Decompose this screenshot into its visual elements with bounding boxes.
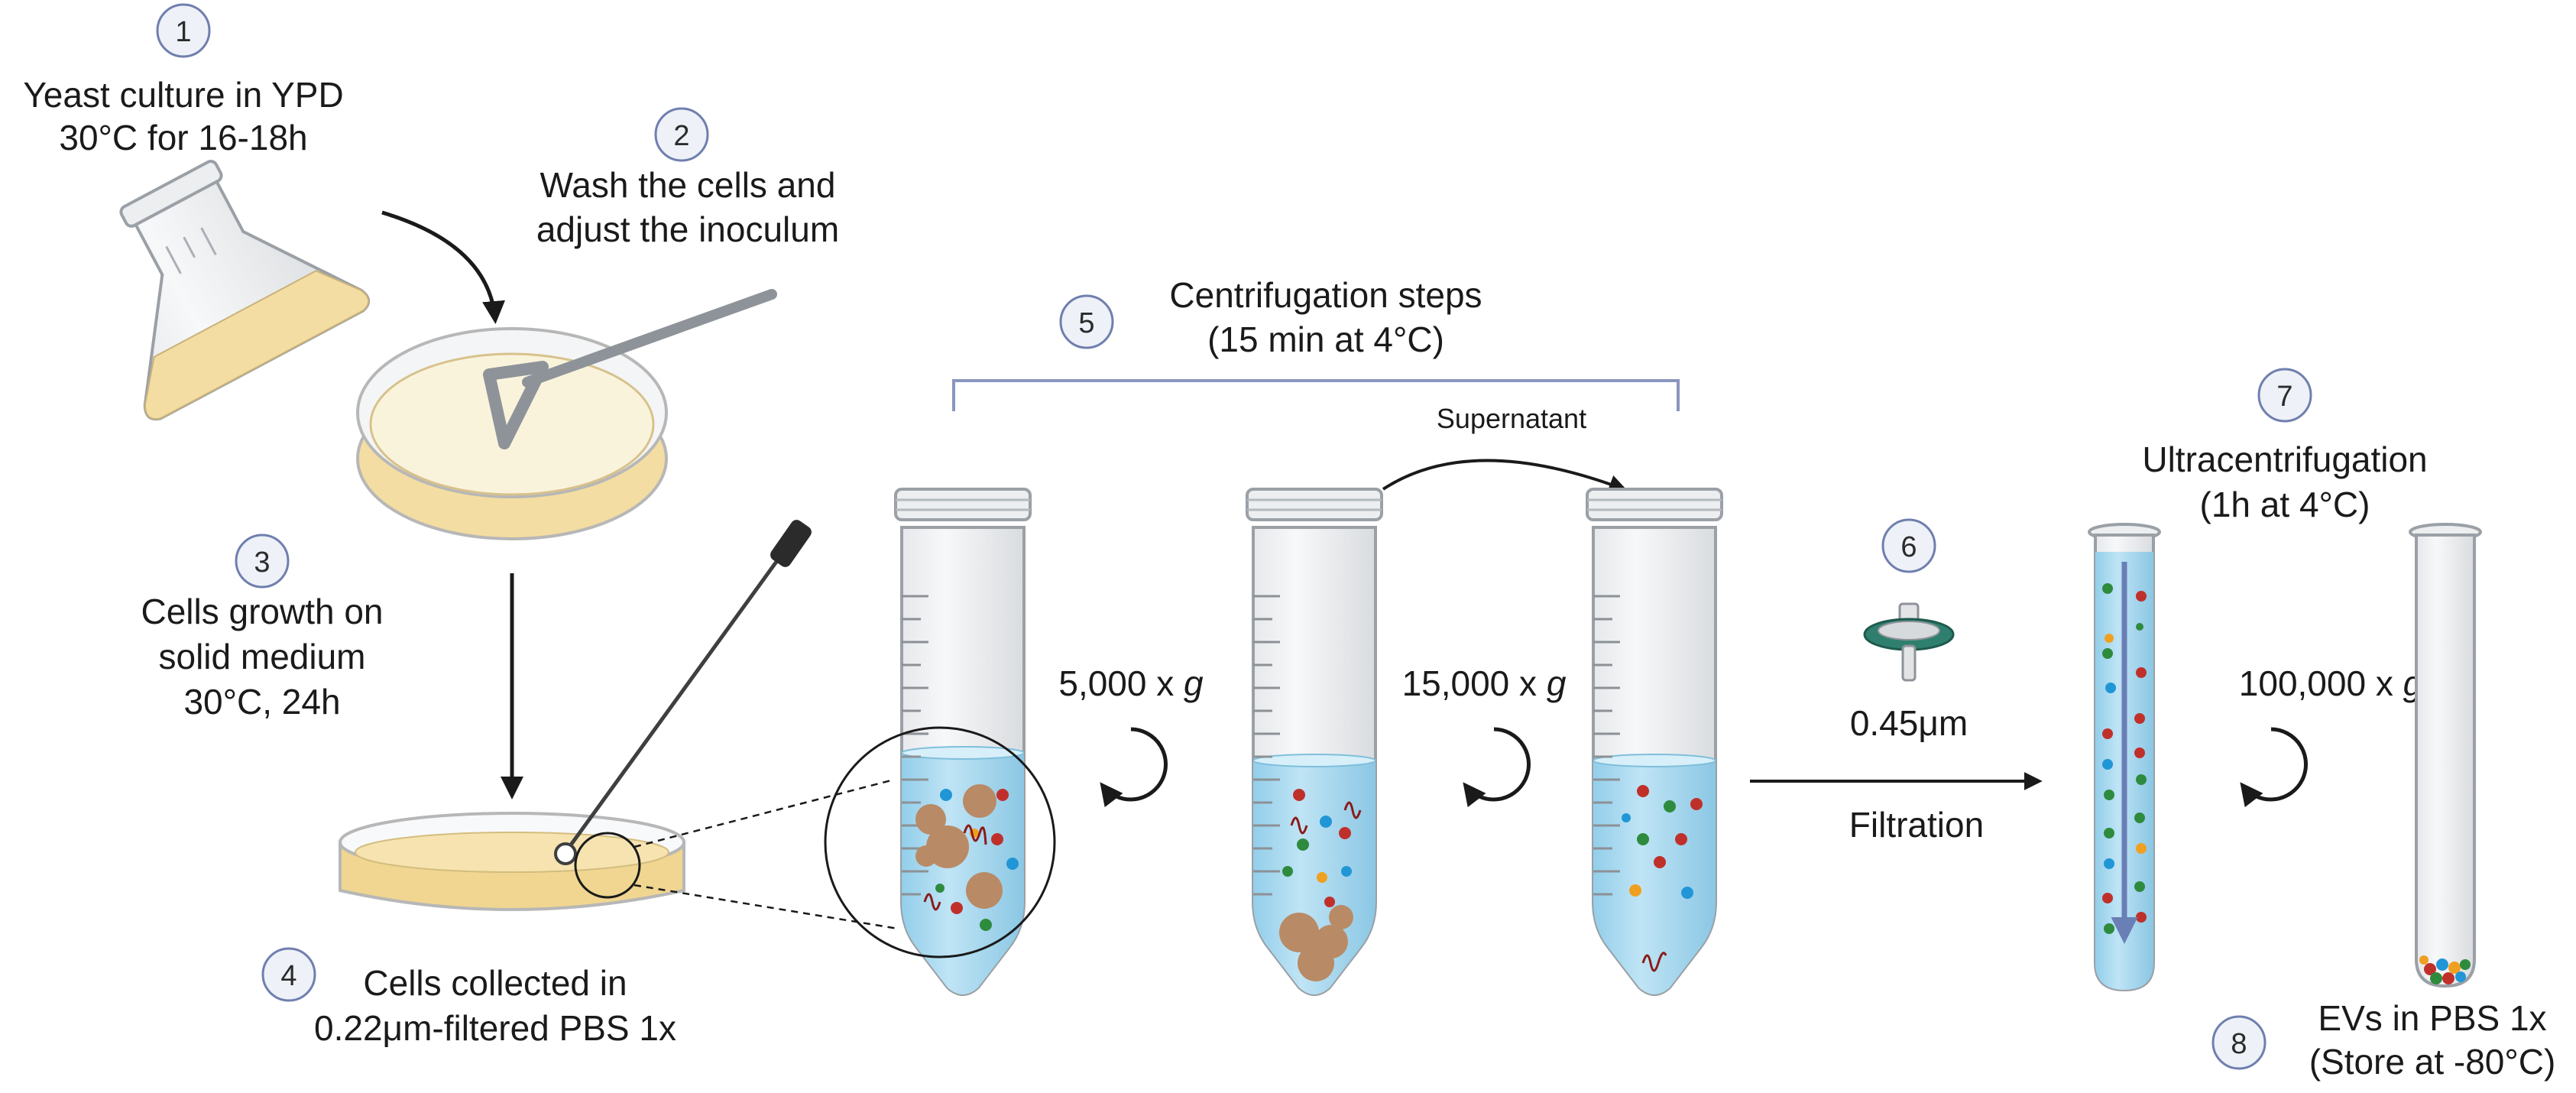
syringe-filter-icon bbox=[1863, 602, 1955, 682]
arrow-flask-to-plate bbox=[381, 210, 505, 324]
step-1-line2: 30°C for 16-18h bbox=[59, 118, 307, 157]
zoom-line-bottom bbox=[633, 884, 899, 930]
step-5-line2: (15 min at 4°C) bbox=[1207, 319, 1444, 359]
filter-pore-size: 0.45μm bbox=[1850, 703, 1968, 743]
step-7-line1: Ultracentrifugation bbox=[2142, 439, 2427, 479]
step-3-badge: 3 bbox=[235, 534, 290, 589]
step-6-badge: 6 bbox=[1881, 518, 1936, 573]
centrifugation-bracket bbox=[952, 379, 1680, 411]
step-2-line1: Wash the cells and bbox=[540, 165, 836, 205]
svg-text:7: 7 bbox=[2276, 381, 2292, 413]
petri-dish-spreader-icon bbox=[356, 289, 777, 540]
centrifuge-tube-2 bbox=[1246, 488, 1383, 996]
svg-text:4: 4 bbox=[280, 960, 296, 992]
rotation-3-icon bbox=[2240, 727, 2308, 808]
supernatant-arrow bbox=[1382, 459, 1628, 493]
step-2-badge: 2 bbox=[654, 107, 709, 162]
step-8-line1: EVs in PBS 1x bbox=[2318, 998, 2546, 1038]
rotation-1-icon bbox=[1100, 727, 1168, 808]
step-4-badge: 4 bbox=[261, 947, 316, 1002]
step-1-line1: Yeast culture in YPD bbox=[23, 75, 343, 115]
step-3-line2: solid medium bbox=[159, 637, 366, 676]
centrifuge-tube-3 bbox=[1586, 488, 1723, 996]
speed-2-label: 15,000 x g bbox=[1402, 663, 1567, 703]
step-8-badge: 8 bbox=[2211, 1015, 2267, 1070]
ev-pellet-tube bbox=[2409, 523, 2482, 988]
step-2-line2: adjust the inoculum bbox=[536, 209, 839, 249]
step-3-line1: Cells growth on bbox=[141, 592, 383, 631]
svg-text:6: 6 bbox=[1900, 531, 1917, 563]
rotation-2-icon bbox=[1463, 727, 1531, 808]
zoom-line-top bbox=[633, 778, 895, 848]
svg-text:3: 3 bbox=[254, 546, 270, 579]
step-8-line2: (Store at -80°C) bbox=[2309, 1042, 2556, 1082]
zoom-circle bbox=[824, 726, 1056, 958]
collection-dish-icon bbox=[339, 520, 812, 911]
ultracentrifuge-tube bbox=[2088, 523, 2161, 992]
step-3-line3: 30°C, 24h bbox=[183, 682, 340, 722]
svg-text:5: 5 bbox=[1078, 307, 1094, 339]
step-4-line2: 0.22μm-filtered PBS 1x bbox=[314, 1008, 676, 1048]
step-5-line1: Centrifugation steps bbox=[1169, 275, 1482, 315]
step-1-badge: 1 bbox=[156, 3, 211, 58]
step-4-line1: Cells collected in bbox=[363, 963, 627, 1003]
svg-text:2: 2 bbox=[673, 120, 689, 152]
filtration-label: Filtration bbox=[1849, 805, 1984, 845]
step-5-badge: 5 bbox=[1059, 294, 1114, 349]
svg-text:1: 1 bbox=[175, 16, 191, 48]
svg-text:8: 8 bbox=[2231, 1028, 2247, 1060]
supernatant-label: Supernatant bbox=[1437, 403, 1586, 434]
step-7-line2: (1h at 4°C) bbox=[2200, 485, 2370, 524]
speed-3-label: 100,000 x g bbox=[2239, 663, 2423, 703]
erlenmeyer-flask-icon bbox=[119, 160, 371, 421]
step-7-badge: 7 bbox=[2257, 368, 2312, 423]
speed-1-label: 5,000 x g bbox=[1058, 663, 1204, 703]
